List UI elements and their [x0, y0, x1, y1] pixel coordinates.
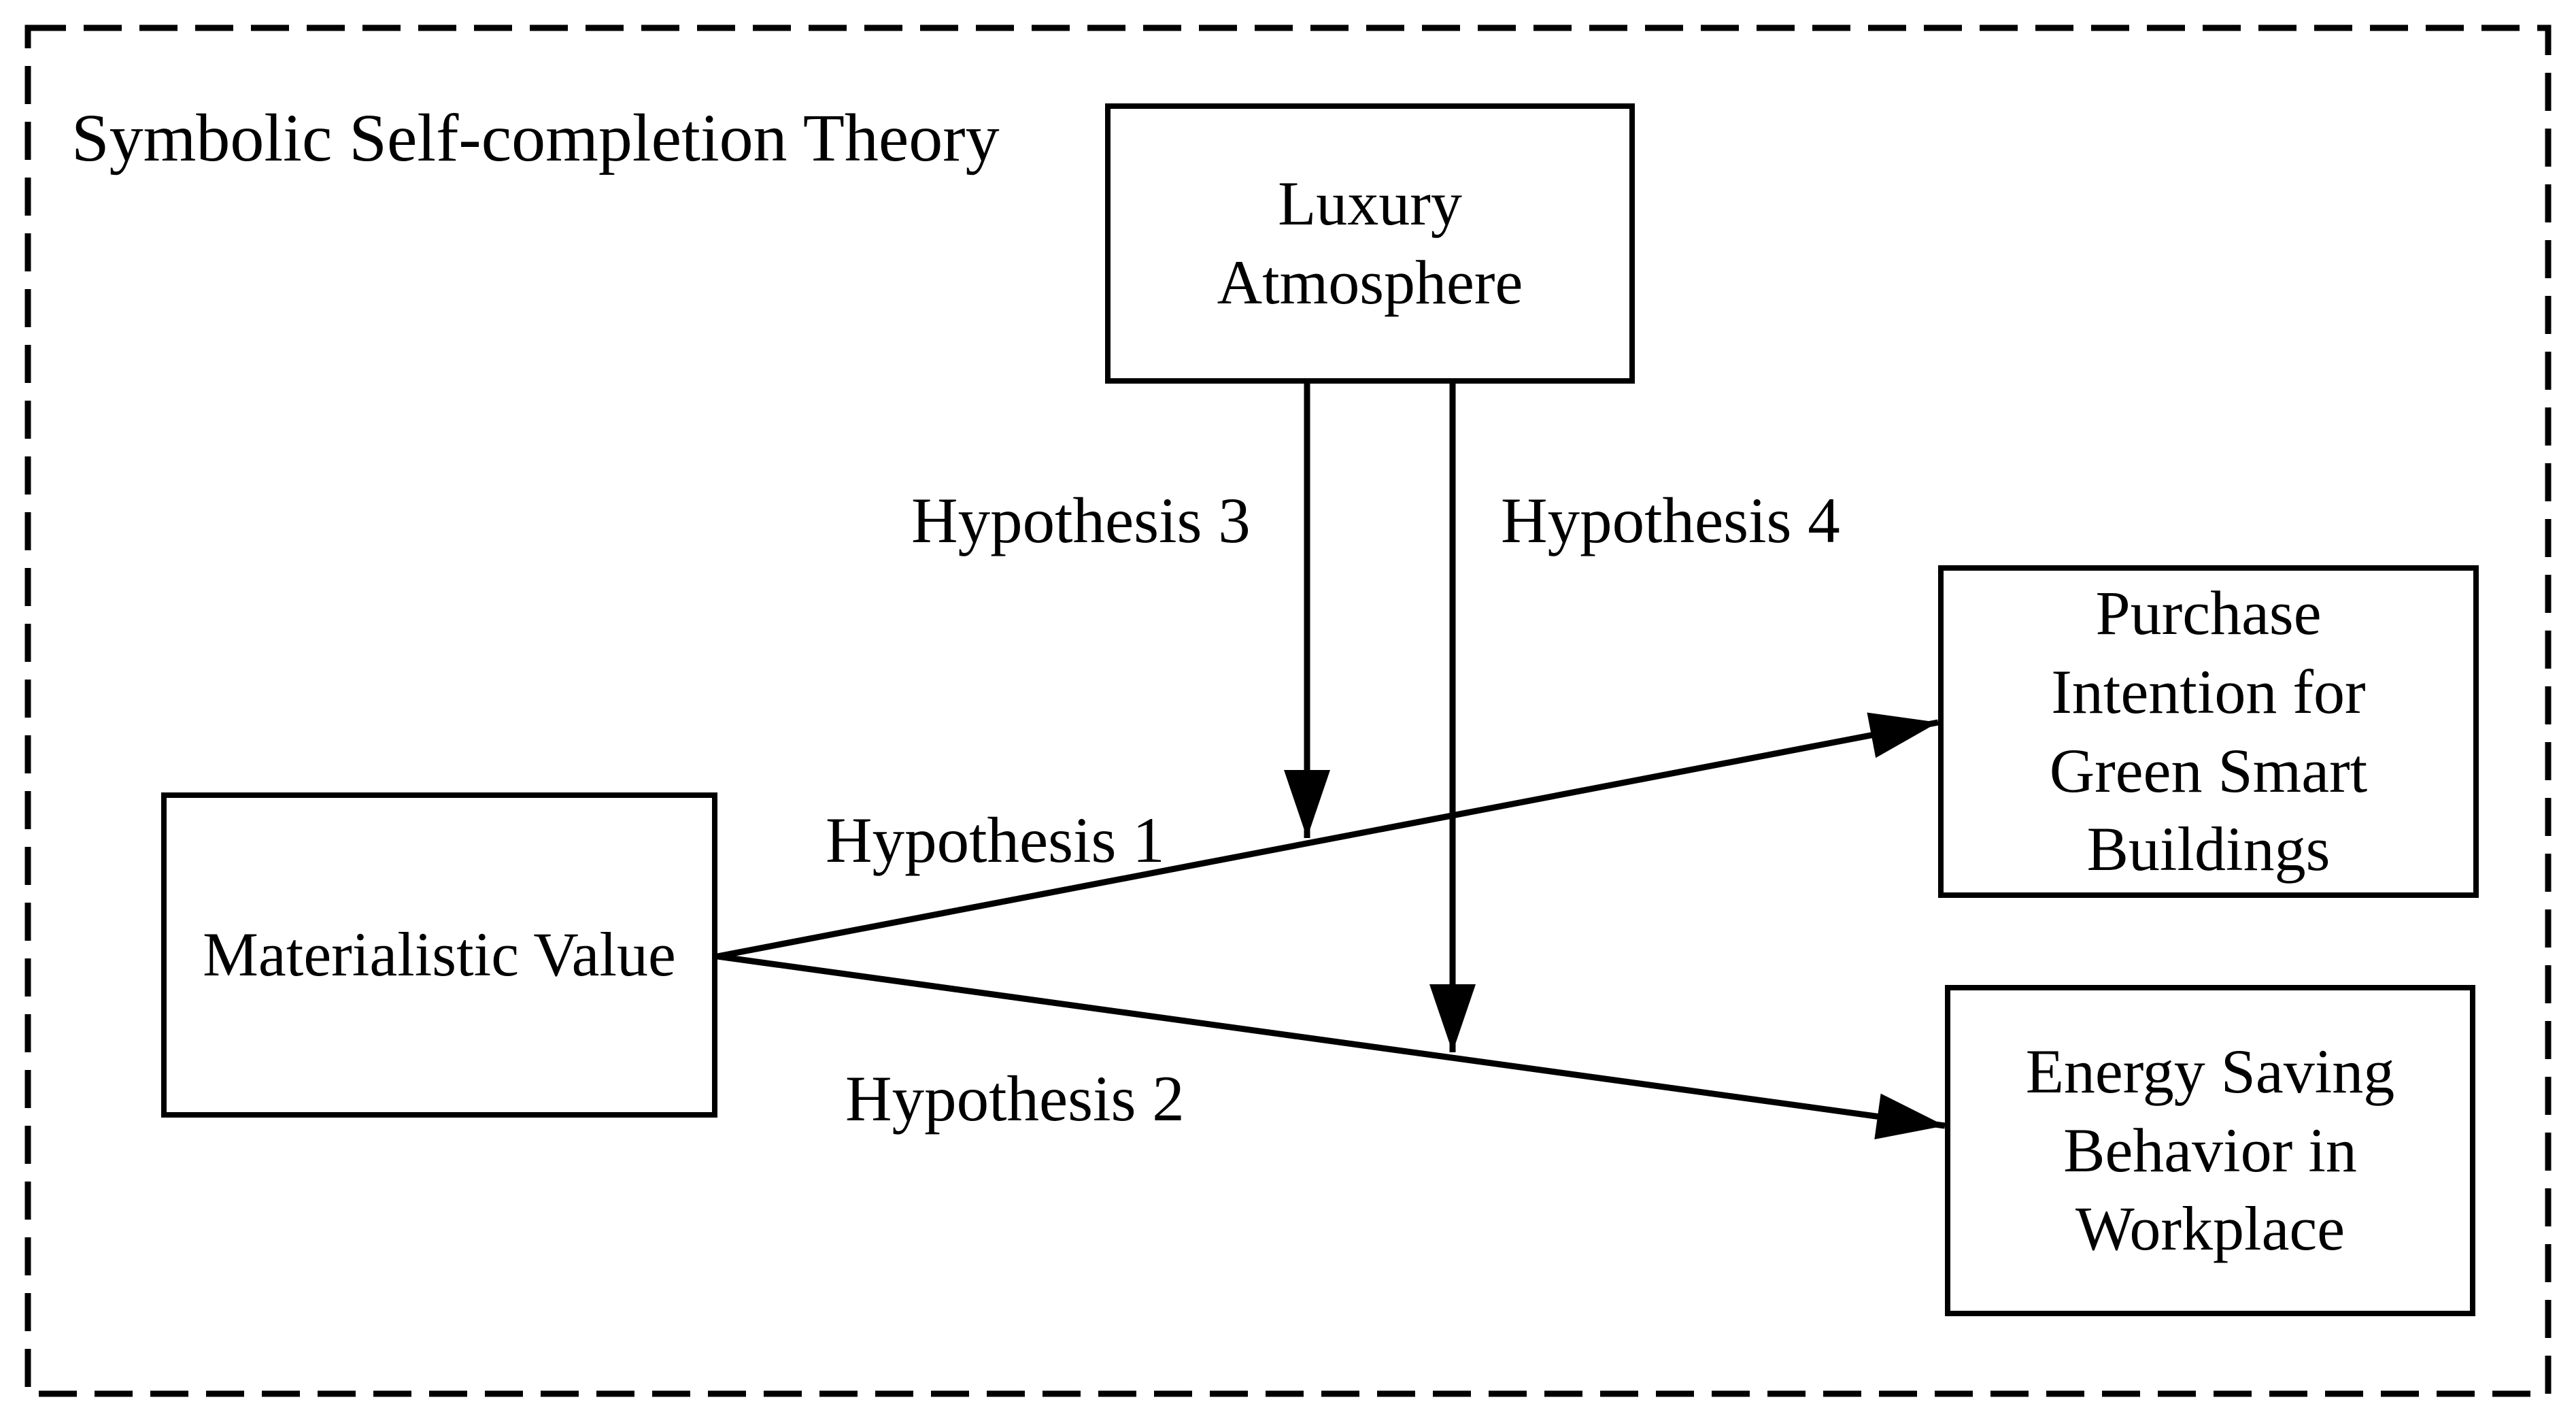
arrow-hypothesis-2 [717, 953, 1946, 1140]
edge-label-hypothesis-3: Hypothesis 3 [911, 484, 1251, 556]
edge-label-hypothesis-1: Hypothesis 1 [826, 804, 1165, 876]
node-materialistic-value-label: Materialistic Value [203, 920, 676, 990]
outer-dashed-border [24, 24, 2552, 1397]
edge-label-hypothesis-2: Hypothesis 2 [845, 1062, 1185, 1135]
node-luxury-atmosphere-label: Luxury Atmosphere [1217, 169, 1523, 317]
edge-label-hypothesis-4: Hypothesis 4 [1501, 484, 1840, 556]
node-materialistic-value: Materialistic Value [161, 792, 717, 1118]
arrow-hypothesis-1 [717, 712, 1939, 960]
node-luxury-atmosphere: Luxury Atmosphere [1105, 103, 1635, 384]
node-energy-saving-behavior: Energy Saving Behavior in Workplace [1945, 985, 2475, 1316]
node-purchase-intention-label: Purchase Intention for Green Smart Build… [2049, 577, 2368, 884]
node-purchase-intention: Purchase Intention for Green Smart Build… [1938, 565, 2479, 898]
diagram-title: Symbolic Self-completion Theory [71, 100, 1000, 175]
node-energy-saving-behavior-label: Energy Saving Behavior in Workplace [2025, 1036, 2395, 1264]
